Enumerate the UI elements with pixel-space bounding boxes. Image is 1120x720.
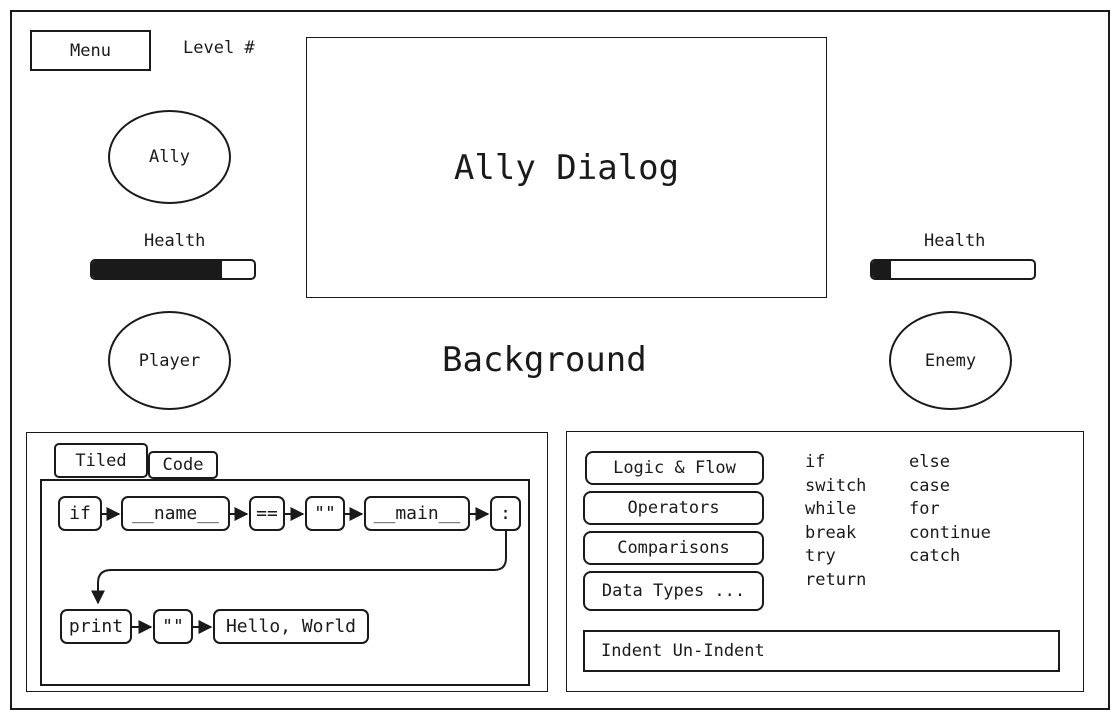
- code-tile-empty-string-2[interactable]: "": [153, 609, 193, 644]
- keyword-else[interactable]: else: [909, 452, 950, 472]
- ally-health-bar: [90, 259, 256, 280]
- keyword-while[interactable]: while: [805, 499, 857, 519]
- keyword-try[interactable]: try: [805, 546, 836, 566]
- keyword-switch[interactable]: switch: [805, 475, 867, 496]
- ally-dialog-text: Ally Dialog: [453, 147, 680, 188]
- tab-code[interactable]: Code: [148, 451, 218, 479]
- code-tile-if[interactable]: if: [58, 496, 102, 531]
- ally-health-fill: [92, 261, 222, 278]
- level-number-label: Level #: [183, 38, 255, 58]
- code-tile-name-dunder[interactable]: __name__: [121, 496, 230, 531]
- keyword-break[interactable]: break: [805, 522, 857, 543]
- indent-unindent-label: Indent Un-Indent: [601, 641, 765, 661]
- enemy-health-label: Health: [924, 231, 986, 251]
- keyword-catch[interactable]: catch: [909, 546, 961, 566]
- ally-dialog-box: Ally Dialog: [306, 37, 827, 298]
- keyword-continue[interactable]: continue: [909, 522, 991, 543]
- code-tile-main-dunder[interactable]: __main__: [364, 496, 470, 531]
- keyword-for[interactable]: for: [909, 499, 940, 519]
- background-label: Background: [442, 340, 647, 380]
- category-comparisons-button[interactable]: Comparisons: [583, 531, 764, 565]
- indent-unindent-bar[interactable]: Indent Un-Indent: [583, 630, 1060, 672]
- tab-tiled[interactable]: Tiled: [54, 443, 148, 478]
- code-tile-hello-world[interactable]: Hello, World: [213, 609, 369, 644]
- keyword-if[interactable]: if: [805, 452, 826, 472]
- keyword-column-2: else case for continue catch: [909, 451, 991, 569]
- keyword-return[interactable]: return: [805, 569, 867, 590]
- code-tile-empty-string[interactable]: "": [305, 496, 345, 531]
- category-operators-button[interactable]: Operators: [583, 491, 764, 525]
- enemy-avatar: Enemy: [889, 311, 1012, 410]
- game-screen-frame: [10, 10, 1110, 710]
- enemy-health-fill: [872, 261, 892, 278]
- code-tile-print[interactable]: print: [60, 609, 132, 644]
- menu-button[interactable]: Menu: [30, 30, 151, 71]
- category-logic-flow-button[interactable]: Logic & Flow: [585, 451, 764, 485]
- ally-health-label: Health: [144, 231, 206, 251]
- keyword-case[interactable]: case: [909, 475, 950, 496]
- keyword-column-1: if switch while break try return: [805, 451, 866, 592]
- enemy-health-bar: [870, 259, 1036, 280]
- category-data-types-button[interactable]: Data Types ...: [583, 571, 764, 611]
- code-tile-equals[interactable]: ==: [249, 496, 285, 531]
- ally-avatar: Ally: [108, 110, 231, 204]
- code-tile-colon[interactable]: :: [490, 496, 521, 531]
- player-avatar: Player: [108, 311, 231, 410]
